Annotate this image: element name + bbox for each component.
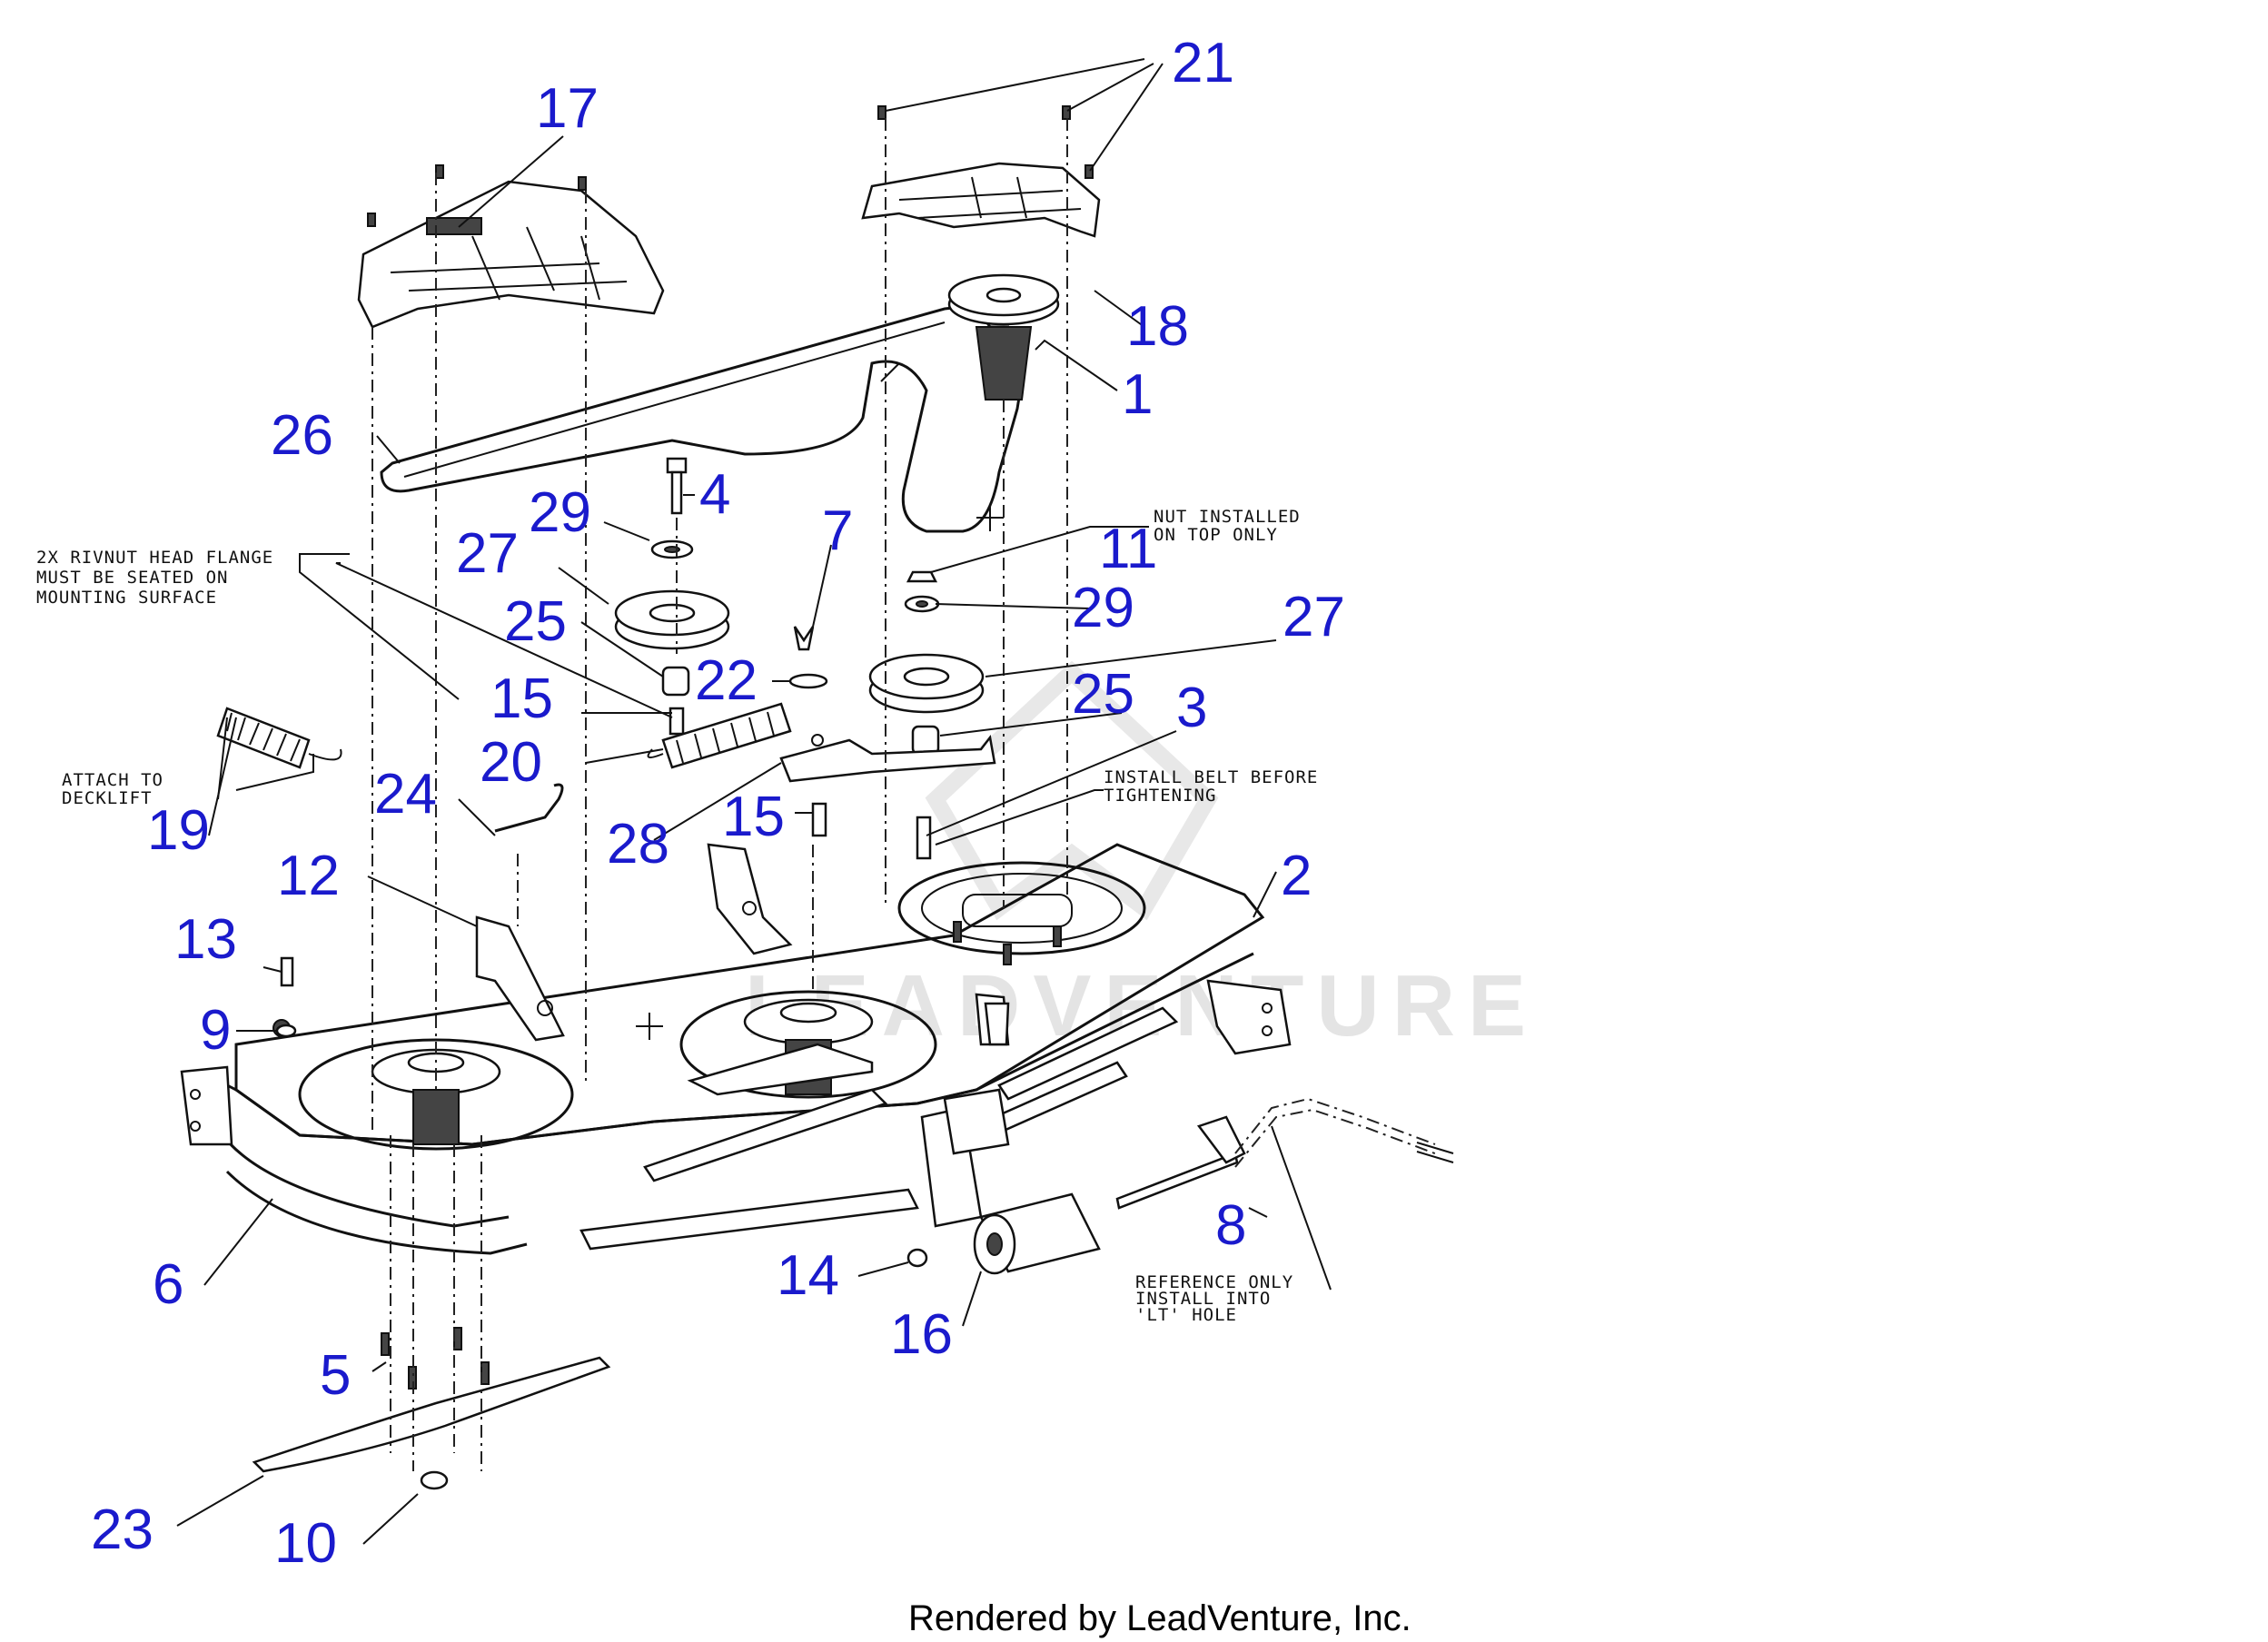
callout-25a: 25: [504, 590, 567, 653]
leader-lines: [176, 58, 1332, 1545]
callout-25b: 25: [1072, 663, 1134, 726]
callout-15a: 15: [490, 668, 553, 730]
center-lines: [371, 118, 1068, 1471]
callout-23: 23: [91, 1499, 154, 1561]
callout-3: 3: [1176, 677, 1207, 739]
belt-covers: [357, 105, 1101, 329]
callout-13: 13: [174, 908, 237, 971]
callout-27b: 27: [1283, 586, 1345, 648]
callout-18: 18: [1126, 295, 1189, 358]
callout-29a: 29: [529, 481, 591, 544]
callout-20: 20: [480, 731, 542, 794]
watermark: LEADVENTURE: [745, 660, 1539, 1054]
callout-26: 26: [271, 404, 333, 467]
note-rivnut-line1: 2X RIVNUT HEAD FLANGE: [36, 548, 273, 568]
callout-6: 6: [153, 1253, 183, 1316]
belt-and-pulleys: [380, 273, 1060, 860]
note-rivnut-line3: MOUNTING SURFACE: [36, 588, 217, 608]
misc-hardware: [275, 956, 1010, 1268]
callout-9: 9: [200, 999, 231, 1062]
callout-7: 7: [822, 500, 853, 562]
springs: [216, 702, 792, 833]
callout-27a: 27: [456, 522, 519, 585]
diagram-notes: 2X RIVNUT HEAD FLANGE MUST BE SEATED ON …: [36, 507, 1318, 1325]
note-belt-line1: INSTALL BELT BEFORE: [1104, 767, 1318, 787]
watermark-text: LEADVENTURE: [745, 957, 1539, 1054]
note-nut-line2: ON TOP ONLY: [1154, 525, 1278, 545]
callout-8: 8: [1215, 1194, 1246, 1257]
deck-lift-assembly: [579, 1006, 1454, 1275]
callout-29b: 29: [1072, 577, 1134, 639]
callout-15b: 15: [722, 786, 785, 848]
note-reference-line2: INSTALL INTO: [1135, 1289, 1271, 1309]
callout-19: 19: [147, 799, 210, 862]
note-rivnut-line2: MUST BE SEATED ON: [36, 568, 228, 588]
footer-credit: Rendered by LeadVenture, Inc.: [908, 1598, 1411, 1638]
note-nut-line1: NUT INSTALLED: [1154, 507, 1301, 527]
callout-5: 5: [320, 1344, 351, 1407]
note-belt-line2: TIGHTENING: [1104, 786, 1216, 806]
callout-numbers: 1 2 3 4 5 6 7 8 9 10 11 12 13 14 15 15 1…: [91, 32, 1345, 1575]
note-reference-line3: 'LT' HOLE: [1135, 1305, 1237, 1325]
callout-24: 24: [374, 763, 437, 826]
callout-10: 10: [274, 1512, 337, 1575]
note-decklift-line1: ATTACH TO: [62, 770, 163, 790]
callout-12: 12: [277, 845, 340, 907]
callout-17: 17: [536, 77, 599, 140]
note-reference-line1: REFERENCE ONLY: [1135, 1272, 1293, 1292]
blade-assembly: [252, 1019, 874, 1490]
callout-11: 11: [1099, 518, 1157, 580]
callout-21: 21: [1172, 32, 1234, 94]
callout-1: 1: [1122, 363, 1153, 426]
note-decklift-line2: DECKLIFT: [62, 788, 153, 808]
callout-16: 16: [890, 1303, 953, 1366]
callout-2: 2: [1281, 845, 1312, 907]
callout-14: 14: [777, 1244, 839, 1307]
callout-28: 28: [607, 813, 669, 875]
callout-22: 22: [695, 649, 758, 712]
callout-4: 4: [699, 463, 730, 526]
